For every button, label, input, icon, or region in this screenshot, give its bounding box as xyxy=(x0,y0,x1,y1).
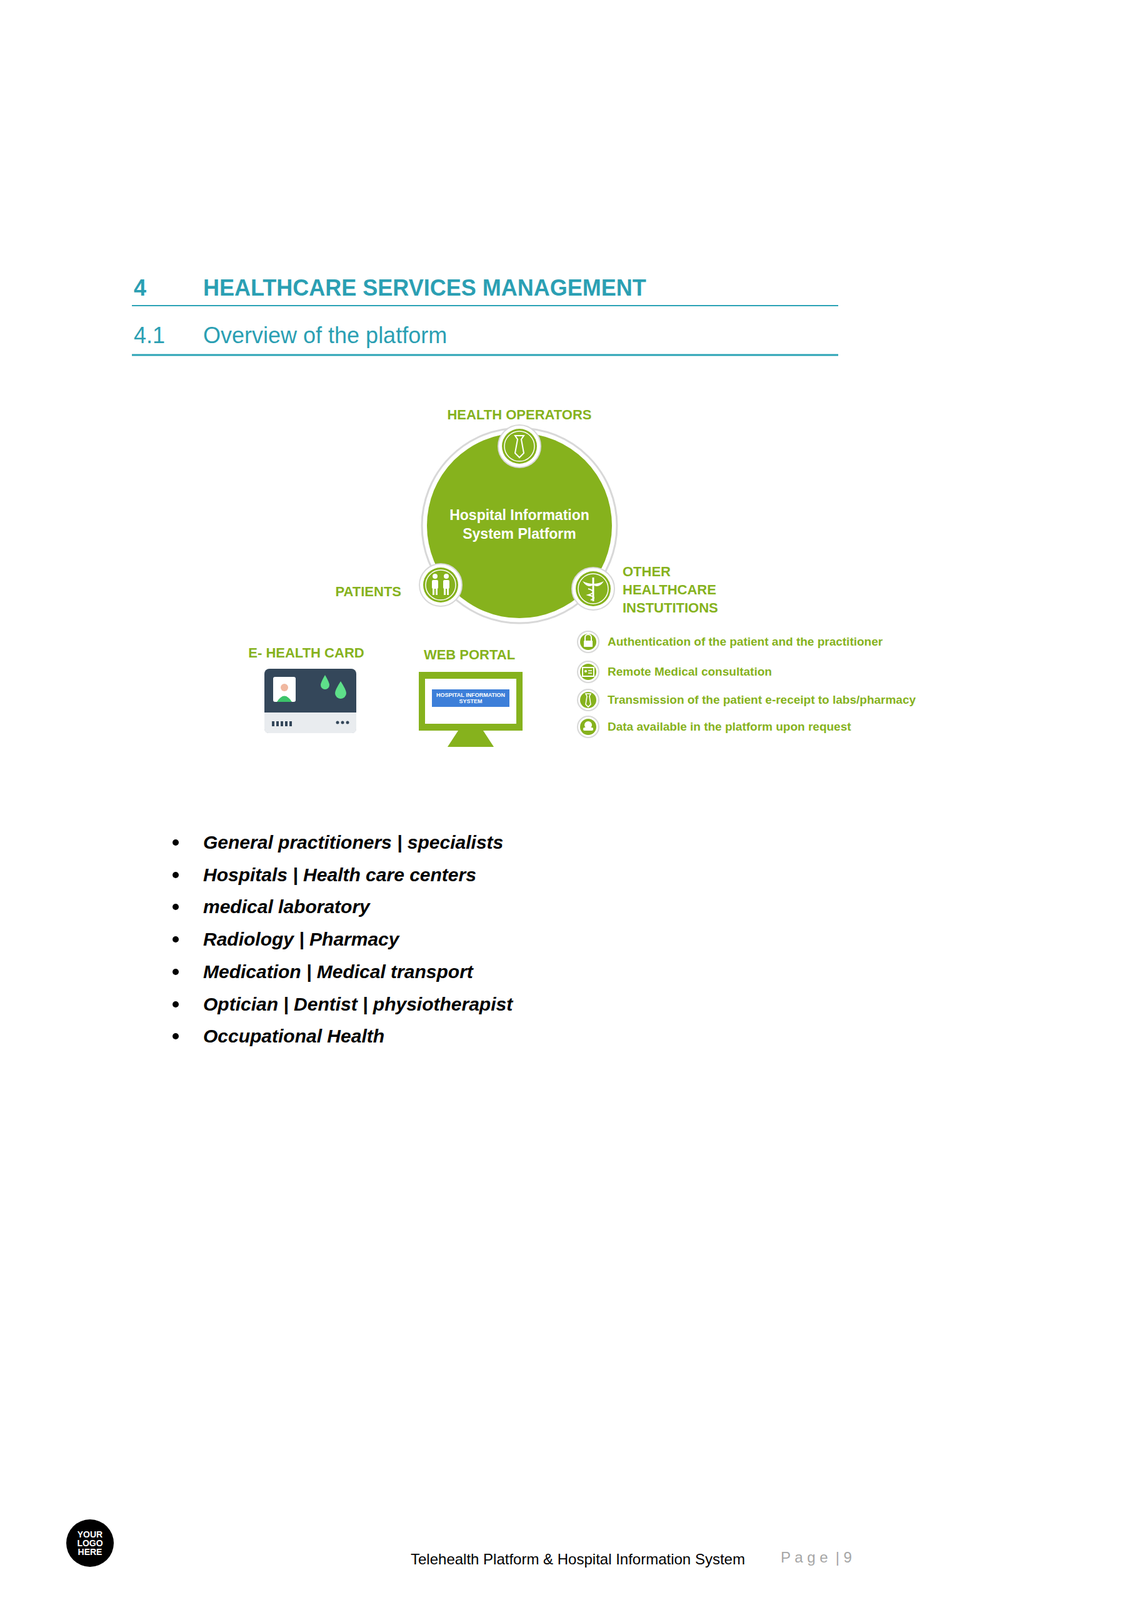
bullet-dot xyxy=(172,1033,179,1040)
lock-icon xyxy=(577,631,599,653)
actor-label: HEALTH OPERATORS xyxy=(446,406,592,424)
monitor xyxy=(418,671,523,747)
feature-text: Authentication of the patient and the pr… xyxy=(607,635,883,649)
list-item: Optician | Dentist | physiotherapist xyxy=(203,993,513,1016)
consult-icon xyxy=(577,661,599,683)
bullet-dot xyxy=(172,936,179,943)
bullet-dot xyxy=(172,871,179,879)
component-label: E- HEALTH CARD xyxy=(248,645,364,662)
logo-circle xyxy=(66,1519,114,1568)
feature-text: Data available in the platform upon requ… xyxy=(607,720,852,734)
platform-circle: Hospital Information System Platform xyxy=(444,505,595,544)
heading-rule xyxy=(131,305,839,307)
list-item: Hospitals | Health care centers xyxy=(203,864,477,886)
bullet-dot xyxy=(172,903,179,911)
list-item: medical laboratory xyxy=(203,896,371,918)
tie-icon xyxy=(577,689,599,711)
health-card xyxy=(264,668,357,734)
list-item: General practitioners | specialists xyxy=(203,831,504,854)
subsection-number: 4.1 xyxy=(133,322,166,349)
subsection-heading: Overview of the platform xyxy=(203,322,447,349)
node-text: Hospital Information System Platform xyxy=(444,505,595,544)
section-number: 4 xyxy=(133,275,147,302)
operator-icon xyxy=(498,425,541,468)
list-item: Occupational Health xyxy=(203,1025,385,1047)
node-text: HOSPITAL INFORMATION SYSTEM xyxy=(434,691,507,706)
screen-box: HOSPITAL INFORMATION SYSTEM xyxy=(431,689,510,708)
page-number: | 9 xyxy=(835,1548,852,1567)
bullet-dot xyxy=(172,839,179,846)
patients-icon xyxy=(419,563,462,607)
data-icon xyxy=(577,716,599,738)
list-item: Medication | Medical transport xyxy=(203,961,474,983)
component-label: WEB PORTAL xyxy=(423,646,516,664)
feature-text: Remote Medical consultation xyxy=(607,665,772,679)
bullet-dot xyxy=(172,1001,179,1008)
feature-text: Transmission of the patient e-receipt to… xyxy=(607,693,916,707)
list-item: Radiology | Pharmacy xyxy=(203,928,400,951)
section-heading: HEALTHCARE SERVICES MANAGEMENT xyxy=(203,275,647,302)
bullet-dot xyxy=(172,968,179,976)
circle-ring xyxy=(421,428,617,624)
footer-text: Telehealth Platform & Hospital Informati… xyxy=(410,1550,746,1569)
actor-label: OTHER HEALTHCARE INSTUTITIONS xyxy=(622,562,729,617)
caduceus-icon xyxy=(571,567,615,611)
page-word: P a g e xyxy=(780,1548,829,1567)
logo-text: YOUR LOGO HERE xyxy=(70,1530,111,1557)
heading-rule xyxy=(131,354,839,357)
node-text: YOUR LOGO HERE xyxy=(70,1530,111,1557)
actor-label: PATIENTS xyxy=(335,583,402,601)
